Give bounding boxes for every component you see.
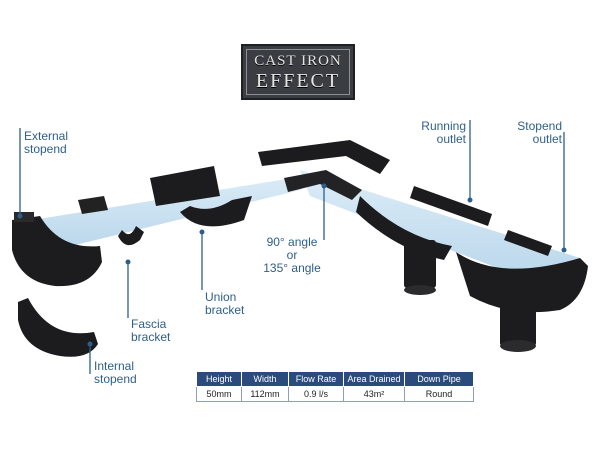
label-line: stopend xyxy=(24,142,67,156)
water-channel-left xyxy=(20,172,330,258)
external-stopend-part xyxy=(12,216,102,287)
downpipe-right xyxy=(500,296,536,346)
angle-part xyxy=(258,140,390,174)
logo-line-2: EFFECT xyxy=(255,69,341,92)
spec-header-flow-rate: Flow Rate xyxy=(288,371,344,387)
label-line: stopend xyxy=(94,372,137,386)
leader-dot-fascia xyxy=(125,259,131,265)
label-line: Stopend xyxy=(517,119,562,133)
water-channel-right xyxy=(300,170,580,292)
label-line: or xyxy=(286,248,298,262)
union-bracket-lower xyxy=(180,196,252,227)
spec-table: Height Width Flow Rate Area Drained Down… xyxy=(196,371,474,402)
label-line: External xyxy=(24,129,69,143)
spec-value-down-pipe: Round xyxy=(404,386,474,402)
label-internal-stopend: Internal stopend xyxy=(94,360,137,386)
spec-header-height: Height xyxy=(196,371,242,387)
leader-dot-stopend-outlet xyxy=(561,247,567,253)
downpipe-left xyxy=(404,240,436,288)
label-line: Fascia xyxy=(131,317,167,331)
spec-value-flow-rate: 0.9 l/s xyxy=(288,386,344,402)
logo-line-1: CAST IRON xyxy=(254,52,342,69)
spec-header-area-drained: Area Drained xyxy=(343,371,405,387)
spec-value-height: 50mm xyxy=(196,386,242,402)
leader-dot-angle xyxy=(321,183,327,189)
spec-header-width: Width xyxy=(241,371,289,387)
label-line: 135° angle xyxy=(263,261,321,275)
label-line: Union xyxy=(205,290,237,304)
downpipe-left-end xyxy=(404,285,436,295)
label-line: outlet xyxy=(532,132,562,146)
label-line: 90° angle xyxy=(266,235,318,249)
spec-value-width: 112mm xyxy=(241,386,289,402)
internal-stopend-part xyxy=(18,298,98,357)
label-running-outlet: Running outlet xyxy=(404,120,466,146)
spec-value-row: 50mm 112mm 0.9 l/s 43m² Round xyxy=(196,386,474,402)
spec-header-row: Height Width Flow Rate Area Drained Down… xyxy=(196,371,474,387)
label-fascia-bracket: Fascia bracket xyxy=(131,318,170,344)
union-bracket-part xyxy=(150,166,220,206)
label-line: outlet xyxy=(436,132,466,146)
label-line: bracket xyxy=(205,303,245,317)
downpipe-right-end xyxy=(500,340,536,352)
label-line: Internal xyxy=(94,359,135,373)
leader-dot-running xyxy=(467,197,473,203)
running-outlet-part xyxy=(410,186,492,226)
leader-dot-external xyxy=(17,213,23,219)
outlet-clip xyxy=(504,230,552,256)
spec-header-down-pipe: Down Pipe xyxy=(404,371,474,387)
label-line: Running xyxy=(421,119,466,133)
leader-dot-internal xyxy=(87,341,93,347)
cast-iron-effect-logo: CAST IRON EFFECT xyxy=(241,44,355,100)
label-union-bracket: Union bracket xyxy=(205,291,244,317)
spec-value-area-drained: 43m² xyxy=(343,386,405,402)
stopend-clip xyxy=(14,212,34,222)
label-angle: 90° angle or 135° angle xyxy=(262,236,322,275)
label-stopend-outlet: Stopend outlet xyxy=(508,120,562,146)
fascia-bracket-hook xyxy=(118,226,144,246)
fascia-bracket-part xyxy=(78,196,108,214)
leader-dot-union xyxy=(199,229,205,235)
stopend-outlet-part xyxy=(456,252,588,313)
label-line: bracket xyxy=(131,330,171,344)
label-external-stopend: External stopend xyxy=(24,130,68,156)
